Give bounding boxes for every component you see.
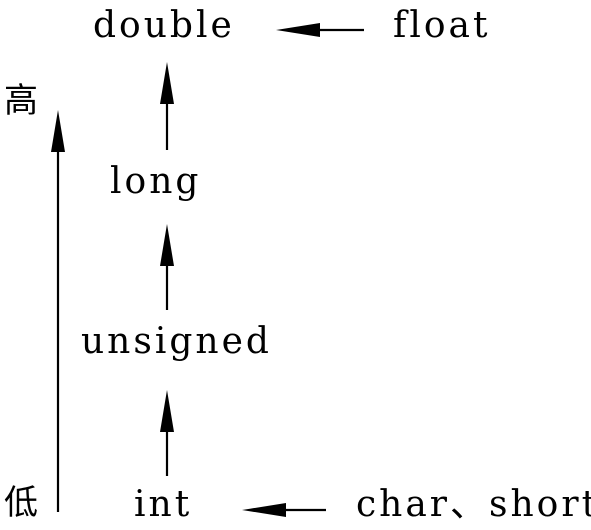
node-double: double	[93, 5, 235, 46]
type-nodes: double float long unsigned int char、shor…	[81, 5, 591, 525]
node-long: long	[110, 161, 201, 202]
node-float: float	[393, 5, 490, 46]
node-int: int	[134, 484, 192, 525]
arrow-int-to-unsigned-head	[160, 390, 174, 432]
arrow-int-to-unsigned	[160, 390, 174, 476]
rank-scale: 高 低	[4, 81, 65, 523]
node-char-short: char、short	[356, 484, 591, 525]
arrow-long-to-double	[160, 62, 174, 150]
arrow-float-to-double-head	[276, 23, 320, 37]
rank-scale-arrow-head	[51, 110, 65, 152]
arrow-long-to-double-head	[160, 62, 174, 104]
arrow-char-short-to-int-head	[242, 503, 286, 517]
arrow-unsigned-to-long-head	[160, 224, 174, 266]
arrow-char-short-to-int	[242, 503, 326, 517]
low-rank-label: 低	[4, 483, 38, 523]
node-unsigned: unsigned	[81, 321, 272, 362]
arrow-float-to-double	[276, 23, 364, 37]
high-rank-label: 高	[4, 81, 38, 121]
arrow-unsigned-to-long	[160, 224, 174, 310]
conversion-arrows	[160, 23, 364, 517]
